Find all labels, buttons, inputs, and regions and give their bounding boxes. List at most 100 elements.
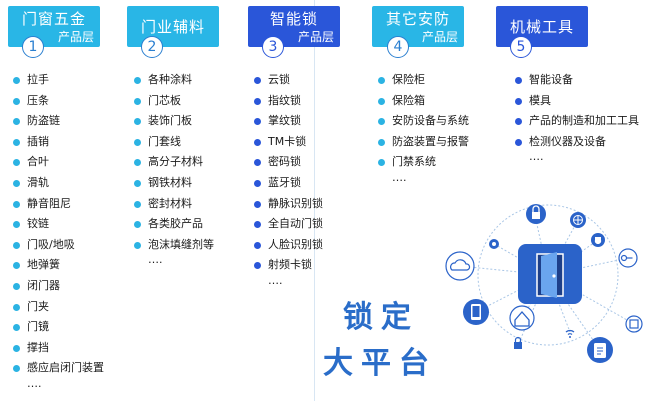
item-list-accessories: 各种涂料门芯板装饰门板门套线高分子材料钢铁材料密封材料各类胶产品泡沫填缝剂等…. [134,70,214,267]
bullet-dot-icon [134,241,141,249]
step-number: 1 [22,36,44,58]
bullet-dot-icon [134,200,141,208]
list-item: 钢铁材料 [134,173,214,194]
list-item-label: 各种涂料 [148,73,192,86]
list-item: 静音阻尼 [13,194,104,215]
list-item: 全自动门锁 [254,214,323,235]
list-item-label: 产品的制造和加工工具 [529,114,639,128]
list-item: 指纹锁 [254,91,323,112]
bullet-dot-icon [13,77,20,84]
list-item-label: 防盗装置与报警 [392,134,469,148]
key-icon [618,248,638,268]
list-item: 人脸识别锁 [254,235,323,256]
list-item-label: 蓝牙锁 [268,175,301,189]
list-item: 合叶 [13,152,104,173]
bullet-dot-icon [378,118,385,126]
chip-icon [625,315,643,333]
bullet-dot-icon [134,77,141,84]
more-indicator: …. [268,273,283,287]
tab-title: 门窗五金 [21,10,86,28]
list-item-label: 保险柜 [392,73,425,86]
tab-title: 智能锁 [269,10,318,28]
bullet-dot-icon [134,221,141,229]
bullet-dot-icon [254,241,261,249]
bullet-dot-icon [13,282,20,290]
tab-security: 其它安防 产品层 [372,6,464,47]
list-item: 拉手 [13,70,104,91]
lock-icon [526,204,546,224]
list-item-label: 滑轨 [27,175,49,189]
list-item: 掌纹锁 [254,111,323,132]
list-item-label: 合叶 [27,155,49,169]
list-item-label: 密码锁 [268,155,301,169]
list-item: 闭门器 [13,276,104,297]
list-item-label: 门镜 [27,320,49,334]
list-item-label: 人脸识别锁 [268,237,323,251]
bullet-dot-icon [254,200,261,208]
tab-subtitle: 产品层 [297,30,334,44]
bullet-dot-icon [13,241,20,249]
step-number: 2 [141,36,163,58]
list-item-label: 门芯板 [148,93,181,107]
list-item: 蓝牙锁 [254,173,323,194]
bullet-dot-icon [515,97,522,105]
bullet-dot-icon [134,138,141,146]
list-item-label: 泡沫填缝剂等 [148,237,214,251]
list-item-label: 模具 [529,93,551,107]
list-item: 智能设备 [515,70,639,91]
cloud-icon [445,251,475,281]
list-item-label: 各类胶产品 [148,217,203,231]
list-item: 压条 [13,91,104,112]
list-item-label: 静音阻尼 [27,196,71,210]
bullet-dot-icon [13,159,20,167]
list-item: 密码锁 [254,152,323,173]
list-item: 撑挡 [13,338,104,359]
shield-icon [591,233,605,247]
tab-subtitle: 产品层 [57,30,94,44]
house-icon [509,305,535,331]
list-item: 铰链 [13,214,104,235]
bullet-dot-icon [254,118,261,126]
bullet-dot-icon [515,77,522,84]
item-list-hardware: 拉手压条防盗链插销合叶滑轨静音阻尼铰链门吸/地吸地弹簧闭门器门夹门镜撑挡感应启闭… [13,70,104,391]
list-item: 防盗链 [13,111,104,132]
list-item-label: 全自动门锁 [268,217,323,231]
bullet-dot-icon [134,118,141,126]
bullet-dot-icon [254,262,261,270]
list-item: 保险箱 [378,91,469,112]
bullet-dot-icon [254,221,261,229]
list-item-label: 检测仪器及设备 [529,134,606,148]
tab-smart-lock: 智能锁 产品层 [248,6,340,47]
step-number: 4 [387,36,409,58]
bullet-dot-icon [13,200,20,208]
step-number: 5 [510,36,532,58]
list-item-label: 云锁 [268,73,290,86]
bullet-dot-icon [378,97,385,105]
list-item: 插销 [13,132,104,153]
list-item-label: 门夹 [27,299,49,313]
list-item: 门吸/地吸 [13,235,104,256]
more-indicator: …. [529,150,544,164]
list-item-label: 防盗链 [27,114,60,128]
list-item: 各种涂料 [134,70,214,91]
bullet-dot-icon [13,303,20,311]
slogan-line-2: 大平台 [323,346,437,381]
list-item: 云锁 [254,70,323,91]
tab-hardware: 门窗五金 产品层 [8,6,100,47]
item-list-tools: 智能设备模具产品的制造和加工工具检测仪器及设备 …. [515,70,639,164]
bullet-dot-icon [13,262,20,270]
list-item-label: 闭门器 [27,278,60,292]
list-item: 门套线 [134,132,214,153]
list-item-label: 插销 [27,134,49,148]
list-item-label: 地弹簧 [27,258,60,272]
slogan-line-1: 锁定 [343,300,419,335]
bullet-dot-icon [254,159,261,167]
list-item: 保险柜 [378,70,469,91]
list-item-label: 密封材料 [148,196,192,210]
tab-accessories: 门业辅料 [127,6,219,47]
list-item-label: 智能设备 [529,73,573,86]
list-item-label: 高分子材料 [148,155,203,169]
list-item-label: TM卡锁 [268,134,307,148]
tab-tools: 机械工具 [496,6,588,47]
list-item-label: 拉手 [27,73,49,86]
